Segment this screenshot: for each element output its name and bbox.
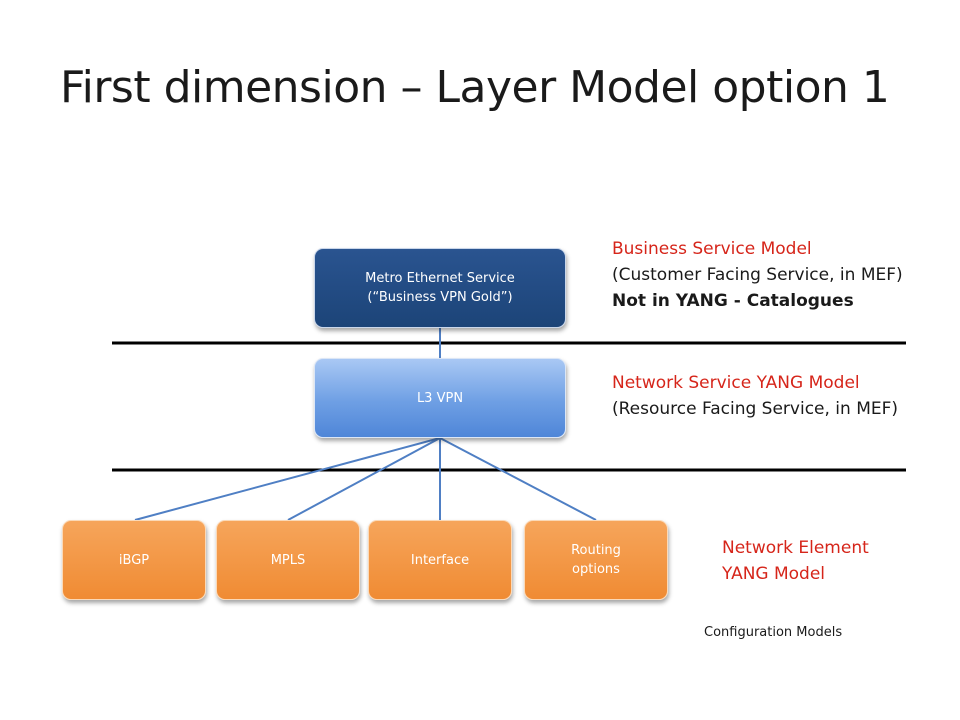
- page-title: First dimension – Layer Model option 1: [60, 62, 890, 113]
- business-service-title: Business Service Model: [612, 239, 812, 259]
- business-service-note: Not in YANG - Catalogues: [612, 291, 854, 311]
- routing-options-box: Routing options: [524, 520, 668, 600]
- network-element-annotation: Network Element YANG Model: [722, 535, 869, 587]
- routing-options-label-line1: Routing: [571, 543, 621, 558]
- network-element-line1: Network Element: [722, 538, 869, 558]
- business-service-subtitle: (Customer Facing Service, in MEF): [612, 265, 903, 285]
- mpls-label: MPLS: [270, 552, 306, 568]
- routing-options-label-line2: options: [572, 562, 620, 577]
- metro-ethernet-label: Metro Ethernet Service: [365, 271, 515, 286]
- connector-l3vpn-routing: [439, 437, 597, 521]
- metro-ethernet-sublabel: (“Business VPN Gold”): [367, 290, 513, 305]
- ibgp-box: iBGP: [62, 520, 206, 600]
- network-service-annotation: Network Service YANG Model (Resource Fac…: [612, 370, 898, 422]
- interface-label: Interface: [410, 552, 470, 568]
- network-element-line2: YANG Model: [722, 564, 826, 584]
- interface-box: Interface: [368, 520, 512, 600]
- mpls-box: MPLS: [216, 520, 360, 600]
- network-service-title: Network Service YANG Model: [612, 373, 860, 393]
- l3vpn-box: L3 VPN: [314, 358, 566, 438]
- configuration-models-label: Configuration Models: [704, 625, 843, 640]
- ibgp-label: iBGP: [118, 552, 150, 568]
- connector-l3vpn-mpls: [287, 437, 441, 521]
- connector-l3vpn-ibgp: [134, 437, 441, 521]
- business-service-annotation: Business Service Model (Customer Facing …: [612, 236, 903, 314]
- network-service-subtitle: (Resource Facing Service, in MEF): [612, 399, 899, 419]
- l3vpn-label: L3 VPN: [416, 390, 464, 406]
- metro-ethernet-service-box: Metro Ethernet Service (“Business VPN Go…: [314, 248, 566, 328]
